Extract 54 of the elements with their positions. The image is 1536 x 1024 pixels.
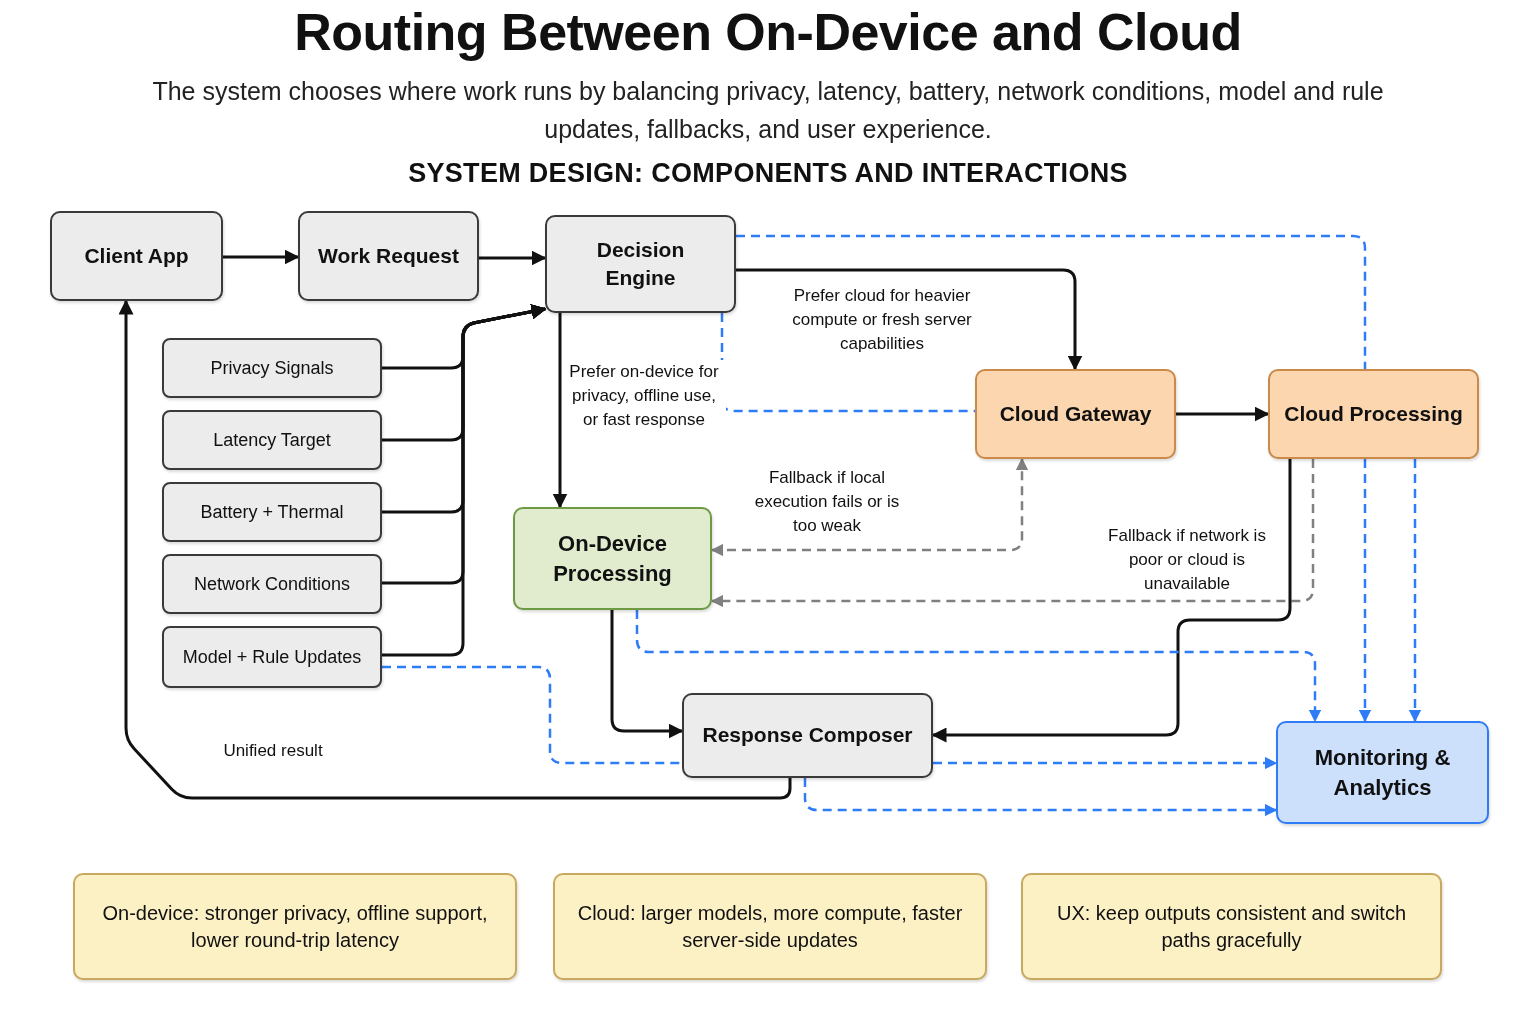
box-label: UX: keep outputs consistent and switch paths gracefully	[1055, 900, 1408, 953]
box-label: Cloud Processing	[1284, 400, 1463, 427]
arrow	[382, 304, 547, 657]
box-label: Response Composer	[702, 722, 913, 749]
box-label: Battery + Thermal	[200, 500, 344, 524]
component-box	[545, 215, 736, 313]
subtitle: The system chooses where work runs by balancing privacy, latency, battery, network conditions, model and rule updates, fallbacks, and user experience.	[151, 76, 1385, 145]
connector-line	[736, 234, 1367, 369]
box-label: Network Conditions	[193, 572, 351, 596]
section-heading: SYSTEM DESIGN: COMPONENTS AND INTERACTIONS	[407, 158, 1129, 189]
box-label: On-Device Processing	[552, 529, 673, 588]
note-box	[73, 873, 517, 980]
arrow	[803, 778, 1278, 817]
input-signal-box	[162, 338, 382, 398]
arrow	[223, 249, 300, 265]
arrow	[1358, 459, 1372, 723]
cloud-box	[975, 369, 1176, 459]
component-box	[298, 211, 479, 301]
box-label: On-device: stronger privacy, offline support, lower round-trip latency	[101, 900, 489, 953]
arrow	[635, 610, 1322, 723]
box-label: Cloud Gateway	[999, 400, 1152, 427]
input-signal-box	[162, 482, 382, 542]
connector-line	[382, 665, 682, 765]
arrow	[1408, 459, 1422, 723]
arrow	[710, 459, 1315, 608]
cloud-box	[1268, 369, 1479, 459]
box-label: Model + Rule Updates	[182, 645, 362, 669]
input-signal-box	[162, 554, 382, 614]
box-label: Client App	[84, 242, 189, 269]
arrow	[710, 457, 1029, 557]
arrow	[1176, 406, 1270, 422]
note-box	[1021, 873, 1442, 980]
arrow	[610, 610, 684, 739]
arrow	[931, 459, 1292, 743]
arrow	[736, 268, 1083, 371]
box-label: Monitoring & Analytics	[1313, 743, 1452, 802]
connector-line	[720, 313, 975, 413]
box-label: Cloud: larger models, more compute, faster server-side updates	[576, 900, 964, 953]
arrow	[479, 250, 547, 266]
monitoring-box	[1276, 721, 1489, 824]
input-signal-box	[162, 626, 382, 688]
component-box	[50, 211, 223, 301]
component-box	[682, 693, 933, 778]
box-label: Privacy Signals	[210, 356, 334, 380]
box-label: Latency Target	[213, 428, 331, 452]
device-box	[513, 507, 712, 610]
arrow	[118, 299, 792, 800]
input-signal-box	[162, 410, 382, 470]
title: Routing Between On-Device and Cloud	[293, 2, 1243, 62]
arrow	[933, 756, 1278, 770]
arrow	[552, 313, 568, 509]
box-label: Work Request	[318, 242, 459, 269]
note-box	[553, 873, 987, 980]
box-label: Decision Engine	[595, 236, 686, 291]
